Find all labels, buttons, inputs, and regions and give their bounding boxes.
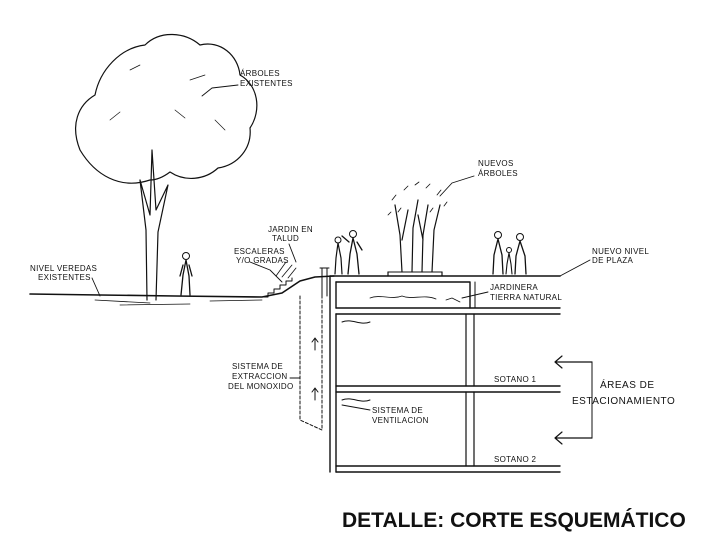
existing-tree — [75, 33, 258, 301]
parking-arrows — [554, 355, 593, 445]
slope-garden-grass — [275, 261, 297, 279]
label-arboles-1: ÁRBOLES — [240, 69, 280, 78]
leader-nuevos-arboles — [439, 175, 475, 197]
label-jardinera-1: JARDINERA — [490, 283, 538, 292]
slab-plaza — [335, 307, 561, 315]
label-nuevos-2: ÁRBOLES — [478, 169, 518, 178]
stairs — [261, 277, 293, 298]
label-nuevos-1: NUEVOS — [478, 159, 514, 168]
people-plaza-left — [334, 230, 363, 275]
label-nuevo-nivel-1: NUEVO NIVEL — [592, 247, 649, 256]
leader-escaleras — [249, 261, 283, 283]
leader-nuevo-nivel — [559, 259, 591, 277]
label-jardin-1: JARDIN EN — [268, 225, 313, 234]
label-extraccion-3: DEL MONOXIDO — [228, 382, 294, 391]
exhaust-duct — [299, 295, 323, 431]
label-sotano-1: SOTANO 1 — [494, 375, 537, 384]
label-sotano-2: SOTANO 2 — [494, 455, 537, 464]
slab-sotano-2 — [335, 465, 561, 473]
label-extraccion-2: EXTRACCION — [232, 372, 287, 381]
leader-arboles — [201, 84, 239, 97]
drawing-title: DETALLE: CORTE ESQUEMÁTICO — [342, 509, 686, 532]
label-ventilacion-1: SISTEMA DE — [372, 406, 423, 415]
leader-jardinera — [461, 291, 489, 299]
planter-soil — [369, 295, 461, 303]
label-arboles-2: EXISTENTES — [240, 79, 293, 88]
label-extraccion-1: SISTEMA DE — [232, 362, 283, 371]
column — [465, 313, 475, 467]
ventilation-arrows — [341, 320, 371, 402]
label-areas-2: ESTACIONAMIENTO — [572, 396, 675, 407]
label-nivel-veredas-2: EXISTENTES — [38, 273, 91, 282]
label-areas-1: ÁREAS DE — [600, 378, 655, 391]
leader-jardin — [288, 243, 297, 263]
label-ventilacion-2: VENTILACION — [372, 416, 429, 425]
label-escaleras-1: ESCALERAS — [234, 247, 285, 256]
exhaust-chimney — [319, 267, 330, 297]
label-nuevo-nivel-2: DE PLAZA — [592, 256, 633, 265]
label-nivel-veredas-1: NIVEL VEREDAS — [30, 264, 97, 273]
label-escaleras-2: Y/O GRADAS — [236, 256, 289, 265]
label-jardin-2: TALUD — [272, 234, 299, 243]
leader-nivel-veredas — [91, 277, 101, 297]
pedestrian-left — [179, 252, 193, 296]
ground-hatch — [94, 299, 263, 306]
people-plaza-right — [492, 231, 527, 275]
ground-line-existing — [29, 275, 335, 298]
label-jardinera-2: TIERRA NATURAL — [490, 293, 562, 302]
leader-ventilacion — [341, 404, 371, 411]
underground-structure — [299, 267, 561, 473]
new-trees — [387, 181, 448, 277]
slab-sotano-1 — [335, 385, 561, 393]
